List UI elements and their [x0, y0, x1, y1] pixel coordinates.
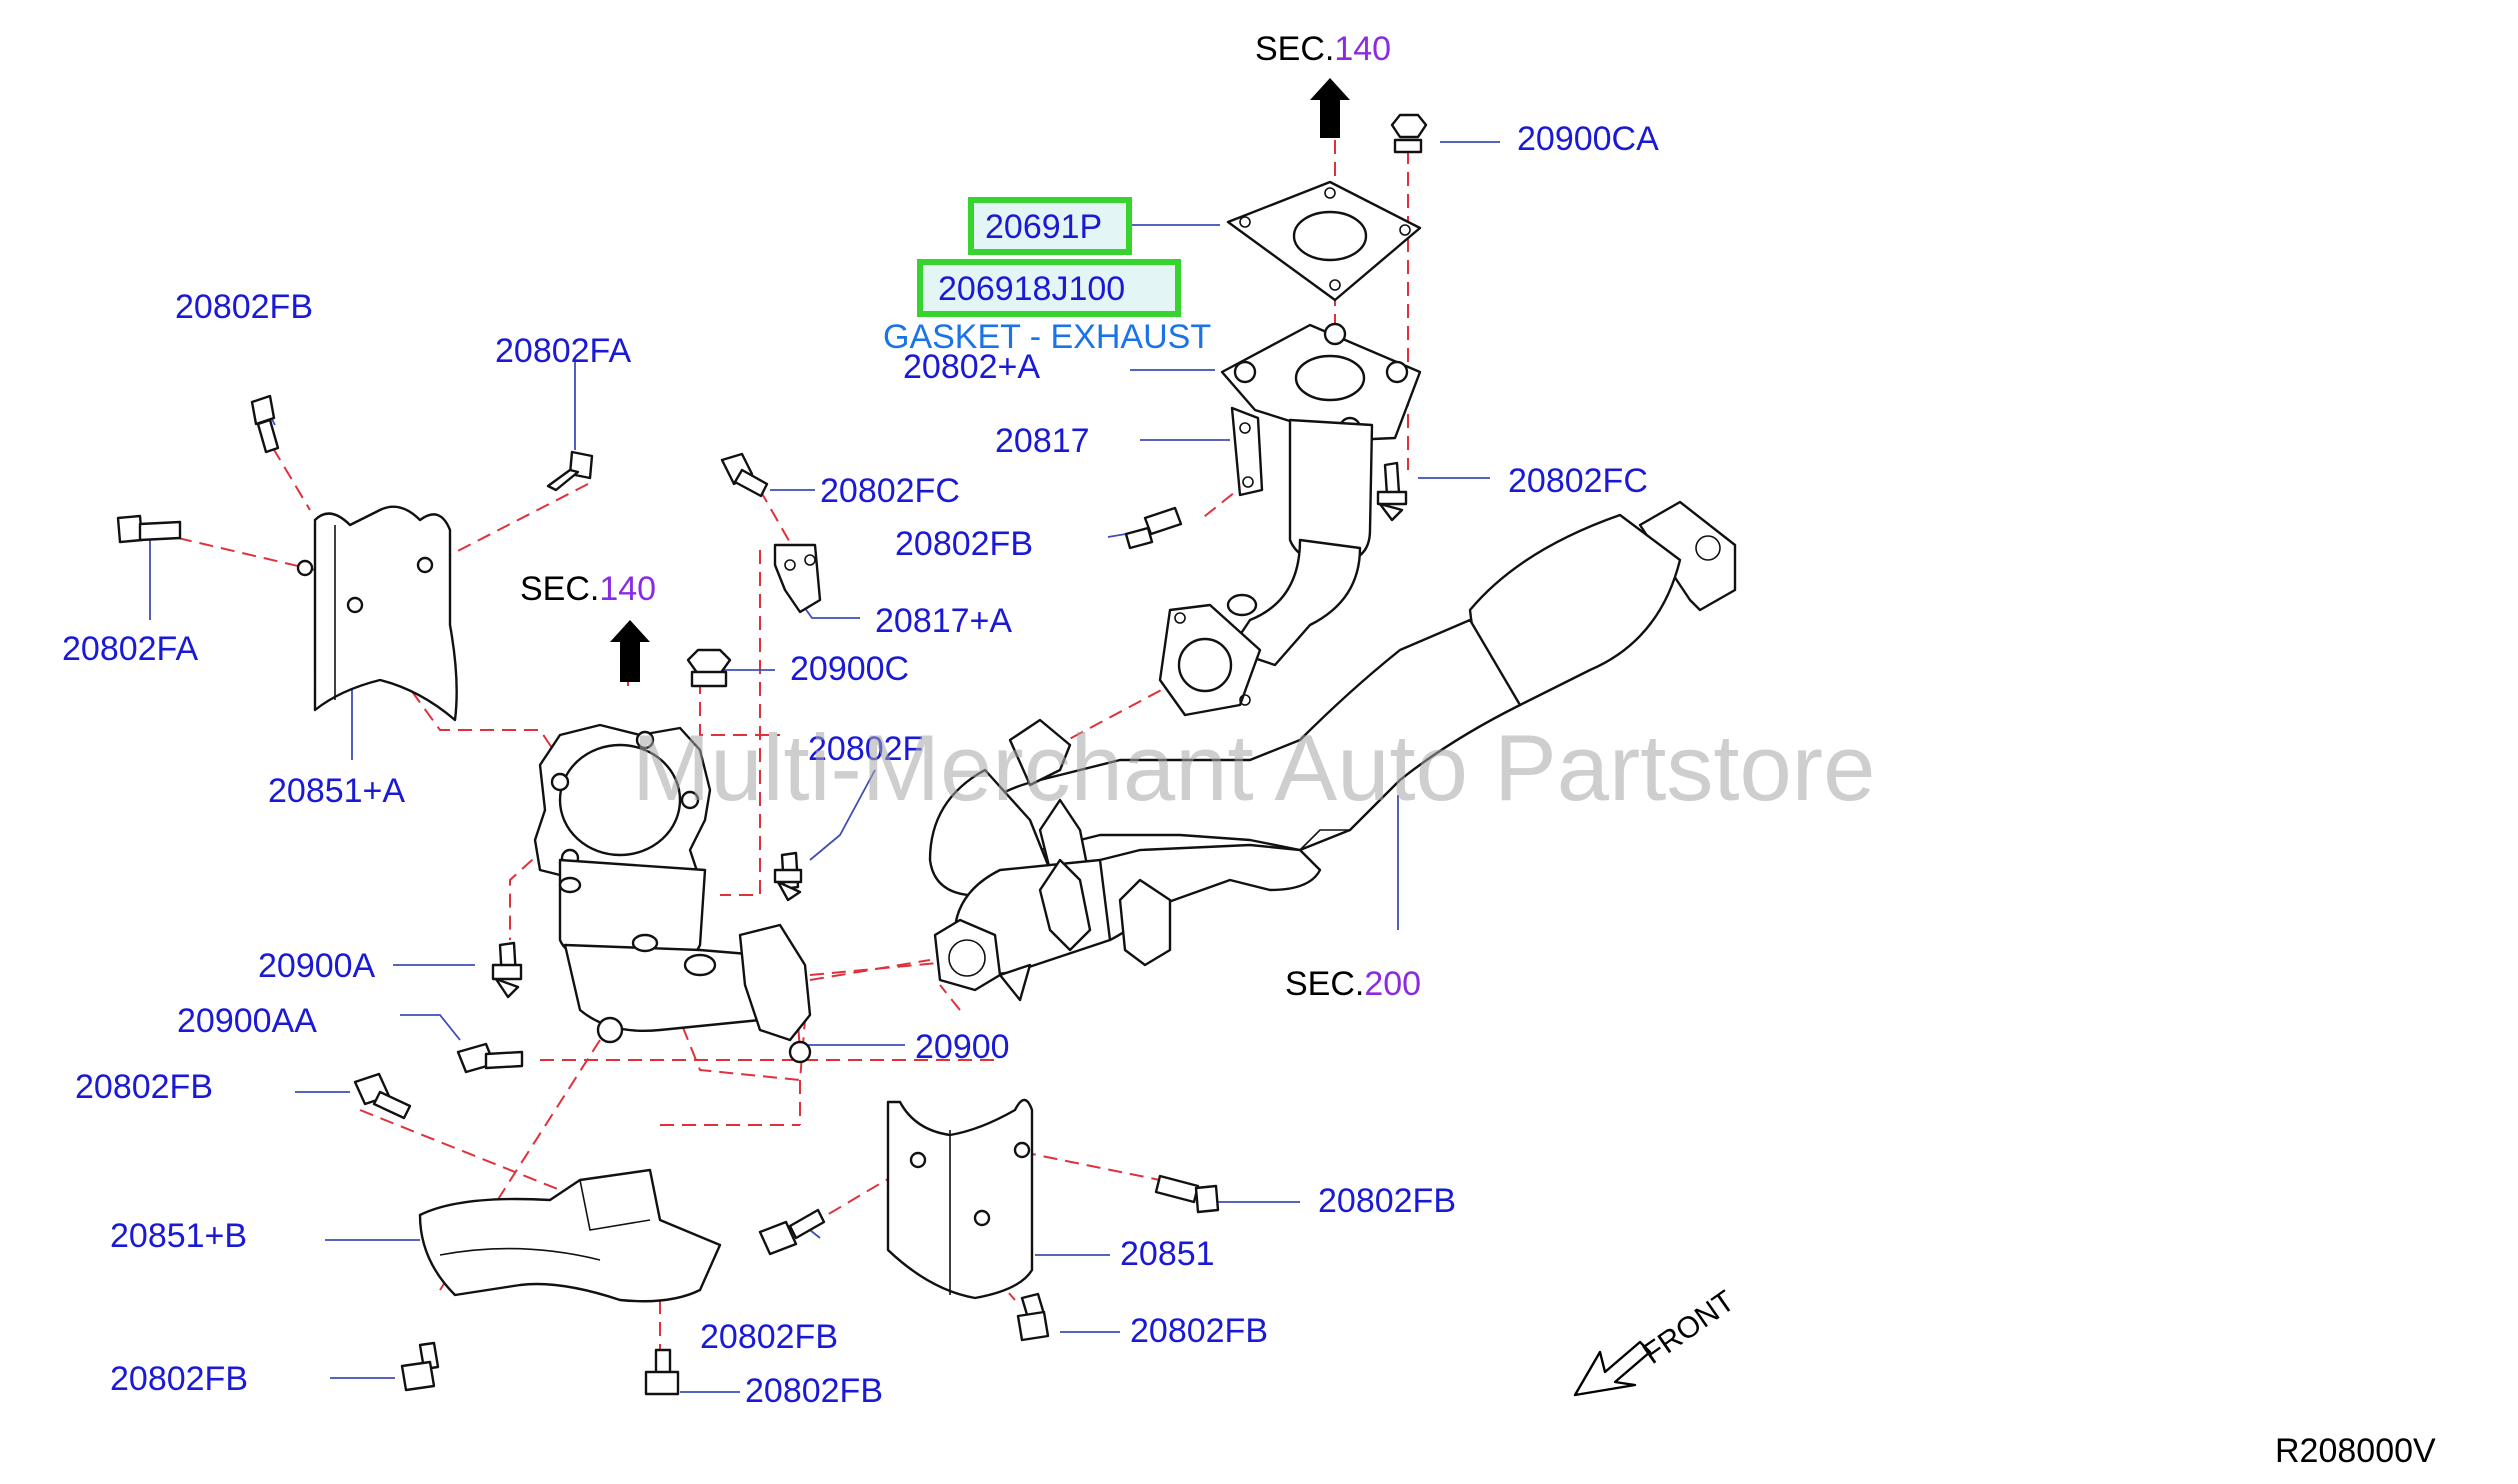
- part-label-20900[interactable]: 20900: [915, 1028, 1010, 1066]
- bolt-icon: [353, 1072, 412, 1120]
- bolt-icon: [250, 394, 280, 454]
- bolt-icon: [720, 452, 769, 498]
- part-label-20802F[interactable]: 20802F: [808, 730, 923, 768]
- highlight-box-206918J100: [917, 259, 1181, 317]
- section-ref-140-mid[interactable]: SEC.140: [520, 570, 656, 608]
- bolt-icon: [773, 851, 803, 902]
- parts-artwork: [116, 78, 1737, 1397]
- watermark: Multi-Merchant Auto Partstore: [632, 715, 1875, 820]
- labels: SEC.140 20900CA 20691P 206918J100 GASKET…: [62, 30, 2436, 1470]
- front-direction-label: FRONT: [1637, 1284, 1741, 1370]
- part-label-20802FB-bottom-left[interactable]: 20802FB: [110, 1360, 248, 1398]
- part-label-20900C[interactable]: 20900C: [790, 650, 909, 688]
- part-label-20691P[interactable]: 20691P: [985, 208, 1102, 246]
- bolt-icon: [1376, 461, 1408, 522]
- bolt-icon: [456, 1042, 524, 1074]
- bolt-icon: [491, 941, 523, 999]
- bolt-icon: [400, 1341, 440, 1392]
- part-label-20851A[interactable]: 20851+A: [268, 772, 405, 810]
- part-label-20802FB-left[interactable]: 20802FB: [75, 1068, 213, 1106]
- part-description: GASKET - EXHAUST: [883, 318, 1211, 356]
- part-label-20802FB-bottom-center[interactable]: 20802FB: [745, 1372, 883, 1410]
- manifold-left: [533, 723, 812, 1064]
- part-label-20900AA[interactable]: 20900AA: [177, 1002, 317, 1040]
- bolt-icon: [546, 450, 594, 492]
- gasket-hole: [1292, 210, 1368, 262]
- part-label-20802FA-top[interactable]: 20802FA: [495, 332, 631, 370]
- part-label-206918J100[interactable]: 206918J100: [938, 270, 1125, 308]
- part-label-20802FC-left[interactable]: 20802FC: [820, 472, 960, 510]
- section-ref-200[interactable]: SEC.200: [1285, 965, 1421, 1003]
- bolt-icon: [758, 1208, 826, 1256]
- heat-shield: [886, 1098, 1034, 1300]
- heat-shield-b: [418, 1168, 722, 1303]
- highlight-box-20691P: [968, 197, 1132, 255]
- bolt-icon: [1154, 1174, 1220, 1214]
- leader-lines: [149, 141, 1500, 1393]
- arrow-up-icon: [610, 620, 650, 682]
- part-label-20802FC-right[interactable]: 20802FC: [1508, 462, 1648, 500]
- arrow-up-icon: [1310, 78, 1350, 138]
- diagram-reference-code: R208000V: [2275, 1432, 2436, 1470]
- part-label-20900A[interactable]: 20900A: [258, 947, 376, 985]
- nut-icon: [686, 648, 732, 688]
- part-label-20802FB-mid[interactable]: 20802FB: [895, 525, 1033, 563]
- bolt-icon: [1124, 506, 1183, 550]
- front-arrow-icon: [1573, 1340, 1652, 1397]
- part-label-20817A[interactable]: 20817+A: [875, 602, 1012, 640]
- part-label-20802FB-right[interactable]: 20802FB: [1318, 1182, 1456, 1220]
- bolt-icon: [1016, 1292, 1050, 1342]
- part-label-20802FB-bottom-mid[interactable]: 20802FB: [700, 1318, 838, 1356]
- section-ref-140-top[interactable]: SEC.140: [1255, 30, 1391, 68]
- part-label-20817[interactable]: 20817: [995, 422, 1090, 460]
- front-pipe: [928, 500, 1737, 1002]
- part-label-20802FB-bottom-right[interactable]: 20802FB: [1130, 1312, 1268, 1350]
- manifold-right: [1158, 322, 1422, 717]
- bolt-icon: [116, 514, 182, 544]
- bracket-a: [773, 543, 822, 614]
- part-label-20851B[interactable]: 20851+B: [110, 1217, 247, 1255]
- part-label-20802A[interactable]: 20802+A: [903, 348, 1040, 386]
- part-label-20900CA[interactable]: 20900CA: [1517, 120, 1659, 158]
- heat-shield-a: [313, 505, 458, 722]
- nut-icon: [1390, 113, 1428, 154]
- bolt-icon: [644, 1348, 680, 1396]
- part-label-20802FB-topleft[interactable]: 20802FB: [175, 288, 313, 326]
- part-label-20802FA-left[interactable]: 20802FA: [62, 630, 198, 668]
- part-label-20851[interactable]: 20851: [1120, 1235, 1215, 1273]
